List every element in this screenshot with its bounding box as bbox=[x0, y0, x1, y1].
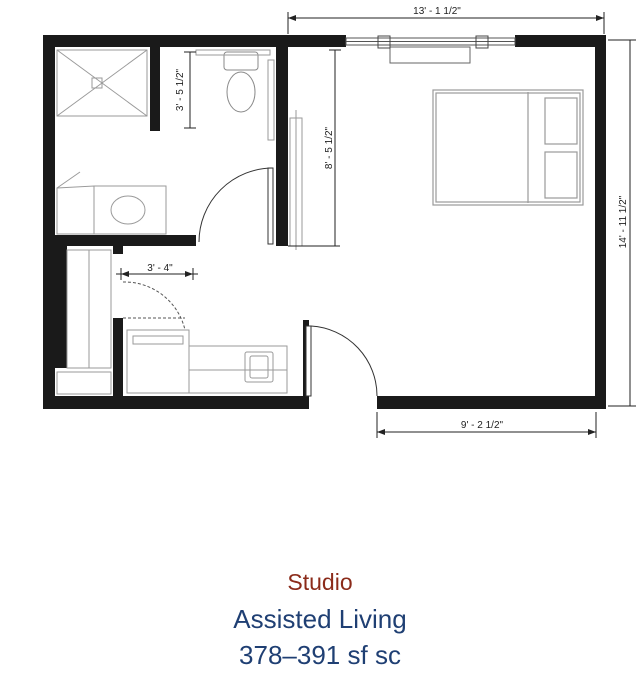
shower bbox=[56, 49, 148, 117]
bed bbox=[432, 89, 584, 206]
entry-door bbox=[305, 325, 378, 397]
dim-top-width: 13' - 1 1/2" bbox=[413, 6, 461, 17]
dimension-lines bbox=[116, 12, 636, 438]
floor-plan: 13' - 1 1/2" 3' - 5 1/2" 8' - 5 1/2" 3' … bbox=[43, 6, 636, 438]
closet-shelf bbox=[289, 110, 303, 250]
bath-door bbox=[198, 167, 274, 245]
dim-bottom-width: 9' - 2 1/2" bbox=[461, 420, 504, 431]
kitchenette bbox=[126, 329, 288, 394]
unit-type-title: Studio bbox=[287, 569, 353, 595]
toilet bbox=[223, 51, 259, 113]
dimension-ticks bbox=[121, 15, 604, 435]
vanity-sink bbox=[56, 171, 167, 235]
window bbox=[345, 35, 516, 64]
unit-category: Assisted Living bbox=[233, 604, 407, 634]
dim-right-height: 14' - 11 1/2" bbox=[618, 195, 629, 248]
left-closet bbox=[56, 249, 112, 395]
exterior-walls bbox=[43, 35, 606, 409]
unit-area: 378–391 sf sc bbox=[239, 640, 401, 670]
dim-bath-depth: 3' - 5 1/2" bbox=[175, 68, 186, 111]
dim-closet-depth: 8' - 5 1/2" bbox=[324, 126, 335, 169]
interior-walls bbox=[43, 35, 309, 409]
dim-door-width: 3' - 4" bbox=[147, 263, 173, 274]
closet-door bbox=[122, 281, 186, 331]
